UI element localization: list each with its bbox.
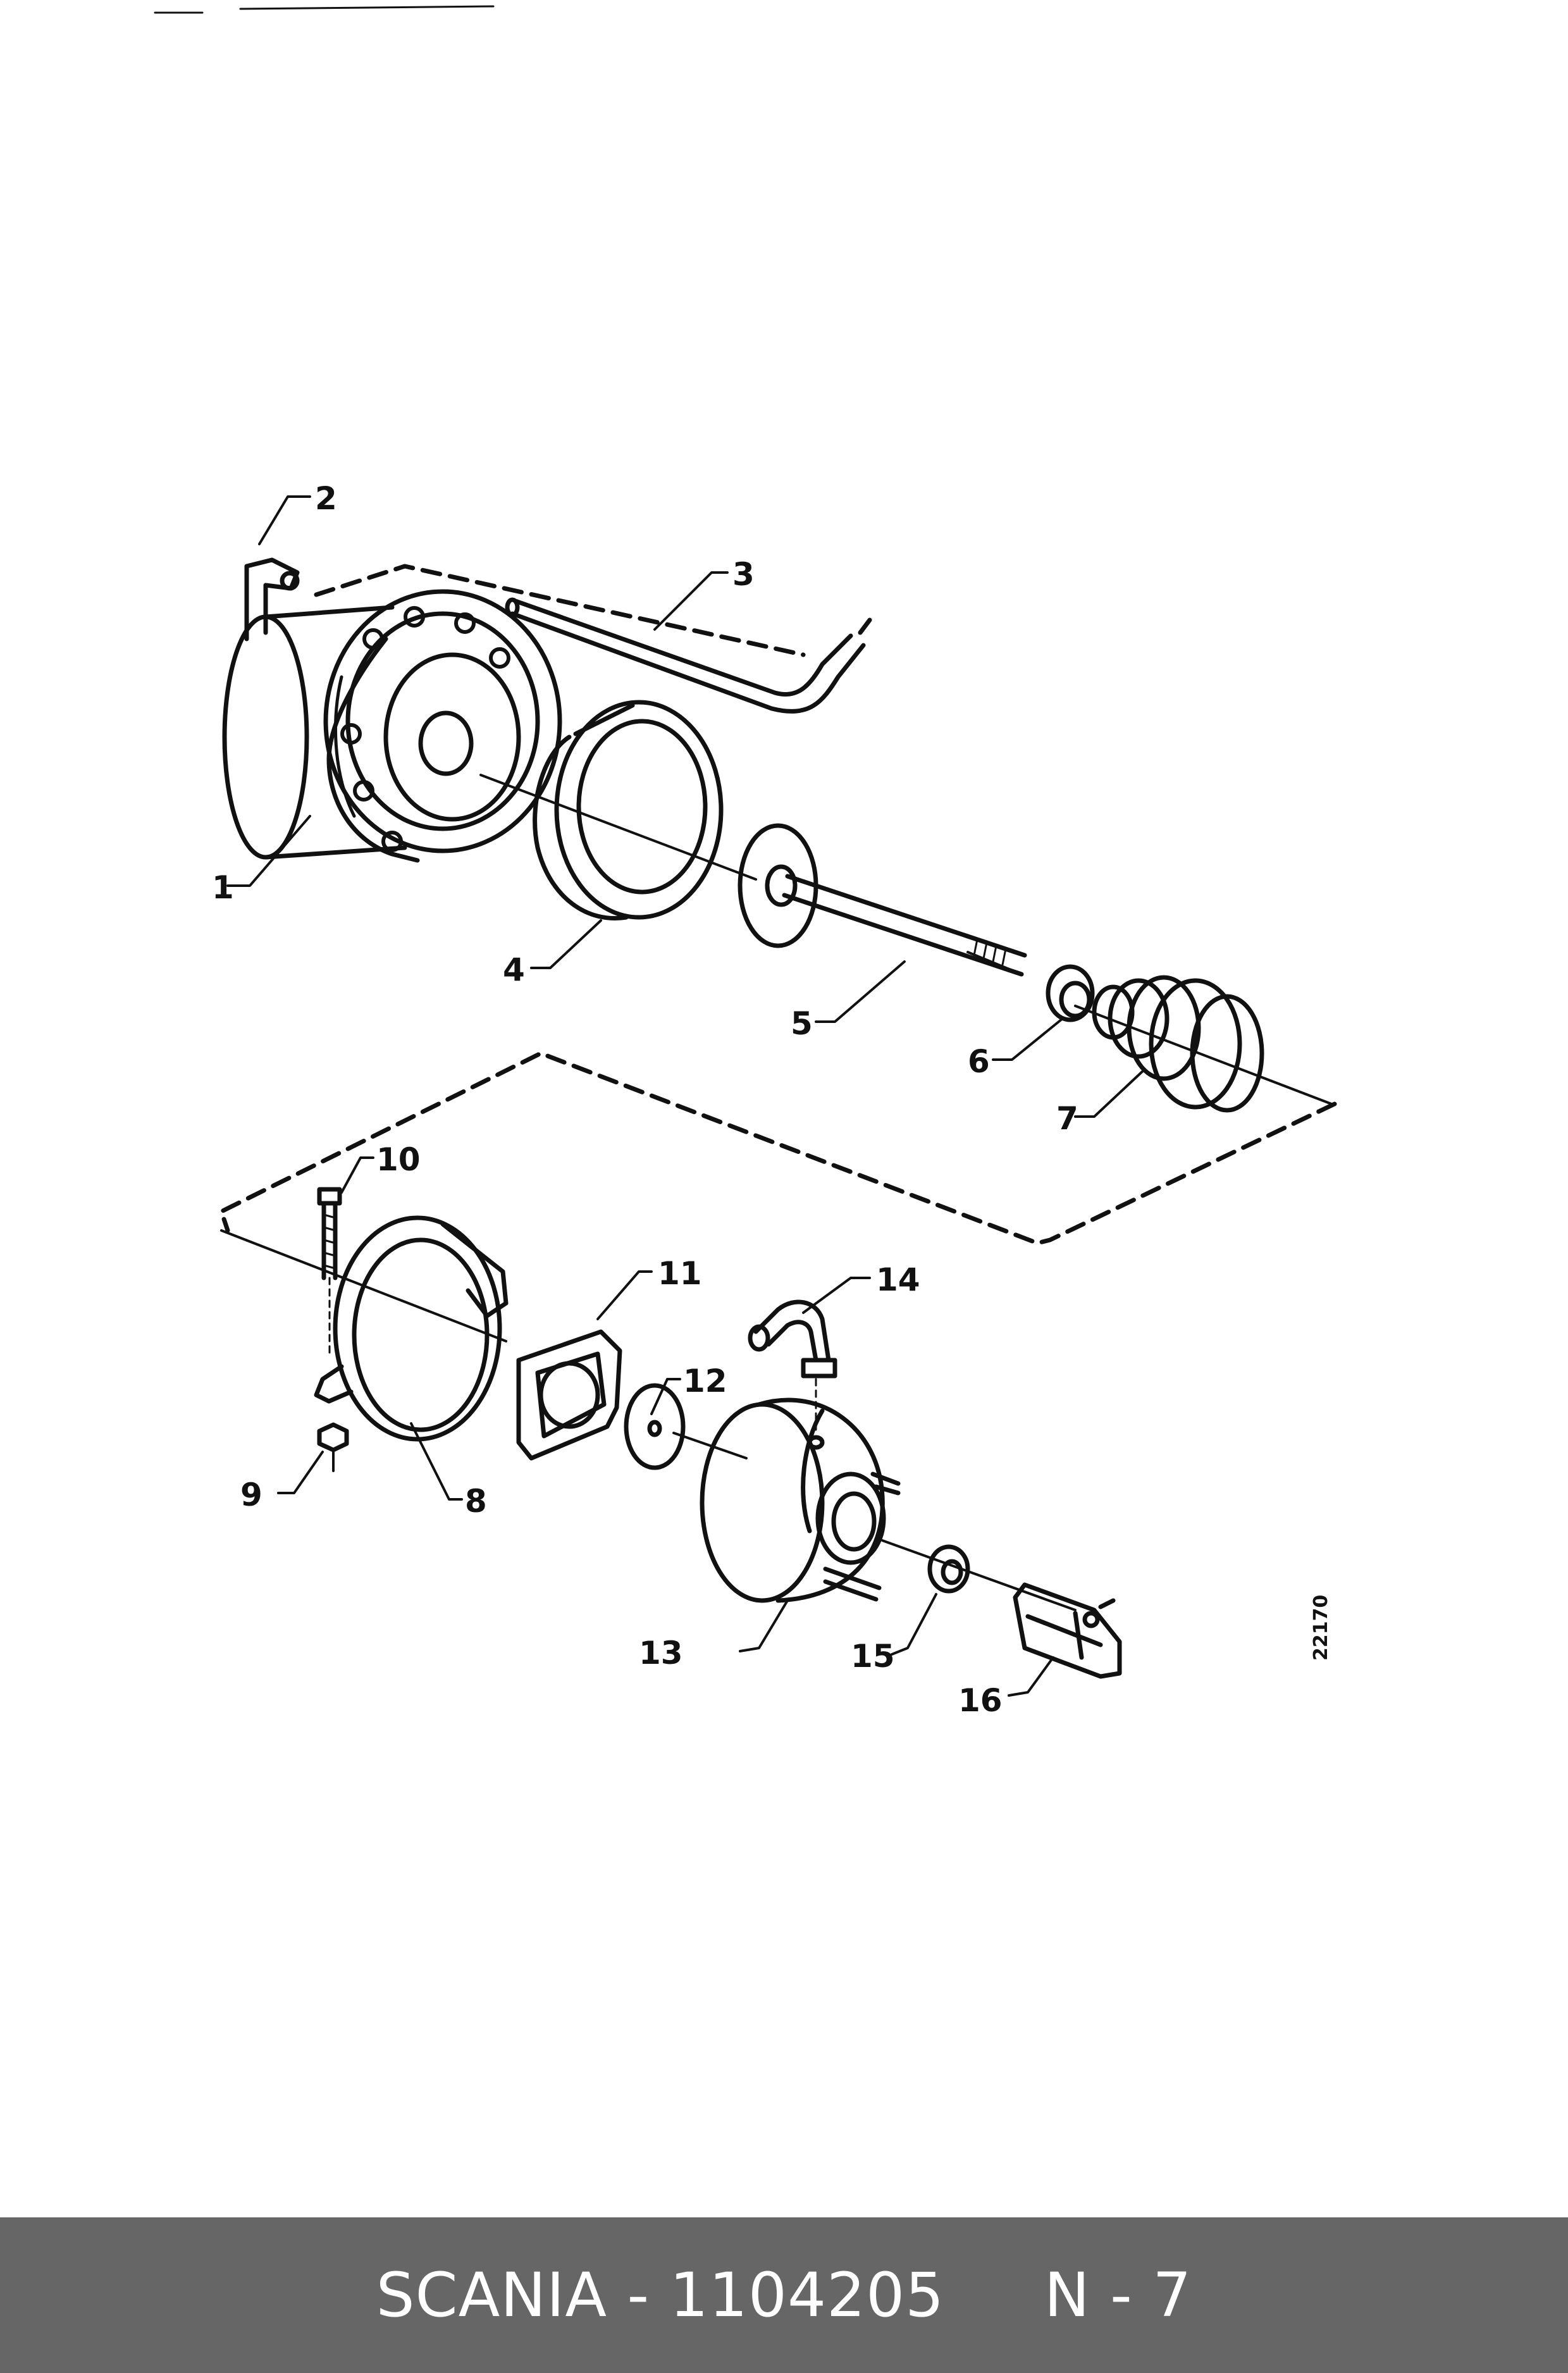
callout-7: 7 xyxy=(1056,1100,1078,1137)
part-5-push-rod xyxy=(738,823,1027,977)
callout-3: 3 xyxy=(732,556,755,593)
part-8-clamp-ring xyxy=(314,1215,509,1442)
part-6-nut xyxy=(1046,964,1095,1022)
footer-part-number: 1104205 xyxy=(669,2260,945,2331)
callout-6: 6 xyxy=(968,1043,990,1080)
callout-8: 8 xyxy=(465,1483,487,1520)
drawing-number: 22170 xyxy=(1310,1595,1332,1661)
footer-brand: SCANIA xyxy=(376,2260,608,2331)
callout-16: 16 xyxy=(958,1682,1003,1719)
callout-labels: 1 2 3 4 5 6 7 8 9 10 11 12 13 14 15 16 2… xyxy=(212,480,1332,1719)
part-11-gasket xyxy=(516,1329,622,1461)
callout-2: 2 xyxy=(315,480,337,517)
part-9-nut xyxy=(317,1422,349,1472)
callout-14: 14 xyxy=(876,1261,920,1298)
part-14-elbow-fitting xyxy=(748,1299,837,1431)
callout-10: 10 xyxy=(376,1141,421,1178)
upper-axis-line xyxy=(479,774,1333,1105)
callout-4: 4 xyxy=(503,951,525,988)
footer-page-code: N - 7 xyxy=(1044,2260,1192,2331)
part-13-service-chamber xyxy=(700,1397,901,1603)
lower-axis-line xyxy=(220,1229,1077,1611)
callout-13: 13 xyxy=(639,1635,683,1671)
callout-1: 1 xyxy=(212,869,234,906)
part-12-washer xyxy=(624,1383,686,1470)
footer-bar: SCANIA - 1104205 N - 7 xyxy=(0,2217,1568,2373)
part-1-chamber-body xyxy=(222,589,562,863)
part-16-clevis xyxy=(1013,1582,1122,1679)
callout-leaders xyxy=(226,495,1146,1697)
callout-11: 11 xyxy=(658,1255,702,1292)
callout-12: 12 xyxy=(683,1363,727,1399)
part-4-diaphragm xyxy=(533,700,724,920)
part-2-hose-bracket xyxy=(244,557,300,641)
footer-separator: - xyxy=(607,2260,670,2331)
part-7-spring xyxy=(1092,975,1264,1113)
callout-9: 9 xyxy=(240,1477,262,1513)
callout-5: 5 xyxy=(791,1005,813,1042)
scan-artefact-lines xyxy=(154,5,495,14)
dashed-assembly-path xyxy=(219,564,1337,1246)
part-10-bolt xyxy=(317,1187,342,1358)
footer-caption: SCANIA - 1104205 N - 7 xyxy=(376,2260,1192,2331)
exploded-parts-diagram: 1 2 3 4 5 6 7 8 9 10 11 12 13 14 15 16 2… xyxy=(154,5,1337,1719)
footer-gap xyxy=(944,2260,1044,2331)
part-15-nut xyxy=(927,1544,970,1594)
part-3-bent-tube xyxy=(505,597,872,714)
callout-15: 15 xyxy=(851,1638,895,1675)
